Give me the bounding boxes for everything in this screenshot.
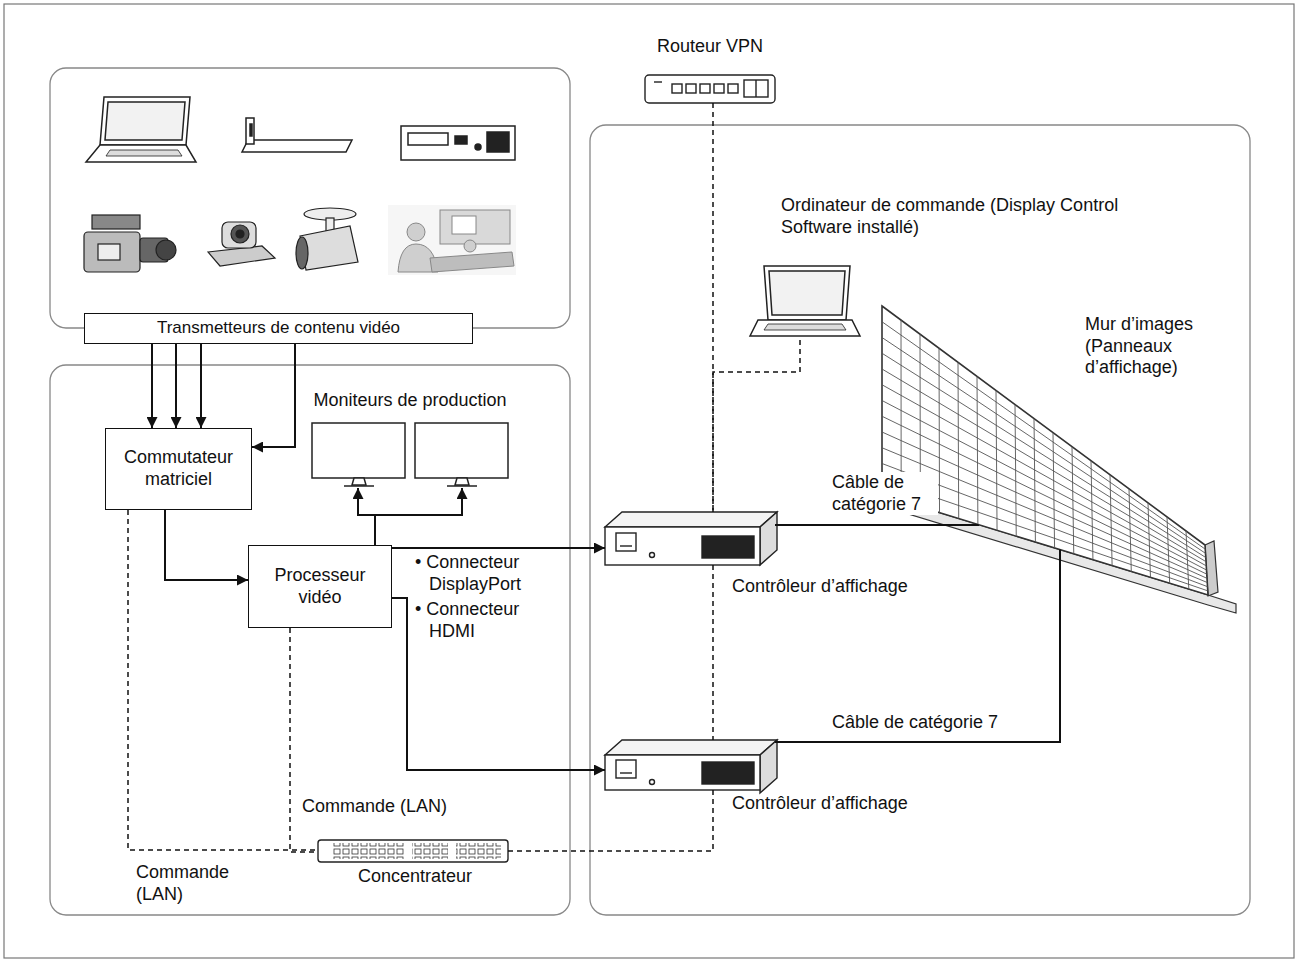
hub-device: Concentrateur <box>300 834 530 894</box>
control-link <box>290 628 318 852</box>
source-bullet-camera <box>296 208 358 270</box>
node-label: Concentrateur <box>300 866 530 888</box>
source-laptop <box>86 97 196 162</box>
signal-link <box>775 523 978 526</box>
controller-device: Contrôleur d’affichage <box>600 510 960 602</box>
signal-link <box>358 488 375 545</box>
outer-frame <box>4 4 1294 958</box>
controller-device: Contrôleur d’affichage <box>600 737 960 819</box>
region-outline <box>50 68 1250 915</box>
edge-label: Commande (LAN) <box>300 796 449 818</box>
monitor-feed-branch <box>373 488 462 515</box>
production-monitor <box>312 423 508 486</box>
source-recorder <box>401 126 515 160</box>
node-label: Ordinateur de commande (Display Control … <box>781 195 1121 238</box>
vpn-router <box>645 75 775 103</box>
connector-note: • Connecteur DisplayPort <box>413 552 571 595</box>
display-controller <box>605 512 777 565</box>
video-wall-node: Mur d’images (Panneaux d’affichage) <box>870 300 1245 620</box>
edge-label: Câble de catégorie 7 <box>830 472 938 515</box>
display-controller <box>605 740 777 793</box>
connector-note: • Connecteur HDMI <box>413 599 571 642</box>
signal-link <box>392 547 605 549</box>
node-label: Commutateur matriciel <box>114 447 243 490</box>
process-box: Commutateur matriciel <box>105 428 252 510</box>
signal-link <box>200 344 202 428</box>
signal-link <box>151 344 153 428</box>
node-label: Transmetteurs de contenu vidéo <box>157 318 400 338</box>
source-camcorder <box>84 215 176 272</box>
node-label: Contrôleur d’affichage <box>732 576 958 598</box>
source-set-top-box <box>242 118 352 152</box>
control-link <box>713 340 800 512</box>
source-studio-scene <box>388 205 516 275</box>
node-label: Mur d’images (Panneaux d’affichage) <box>1085 314 1203 379</box>
node-label: Contrôleur d’affichage <box>732 793 958 815</box>
control-link <box>712 103 714 512</box>
signal-link <box>392 598 605 770</box>
router-device: Routeur VPN <box>640 36 780 106</box>
control-link <box>712 565 714 740</box>
process-box: Processeur vidéo <box>248 545 392 628</box>
control-computer: Ordinateur de commande (Display Control … <box>745 195 1125 340</box>
node-label: Moniteurs de production <box>300 390 520 412</box>
network-hub <box>318 840 508 862</box>
source-band: Transmetteurs de contenu vidéo <box>84 313 473 344</box>
signal-link <box>175 344 177 428</box>
signal-link <box>165 510 248 580</box>
edge-label: Commande (LAN) <box>134 862 250 905</box>
control-link <box>508 790 713 851</box>
control-laptop <box>750 266 860 336</box>
node-label: Processeur vidéo <box>257 565 383 608</box>
source-ptz-camera <box>208 222 275 266</box>
monitor-group: Moniteurs de production <box>300 388 520 492</box>
edge-label: Câble de catégorie 7 <box>830 712 1000 734</box>
node-label: Routeur VPN <box>640 36 780 58</box>
signal-link <box>252 344 295 447</box>
